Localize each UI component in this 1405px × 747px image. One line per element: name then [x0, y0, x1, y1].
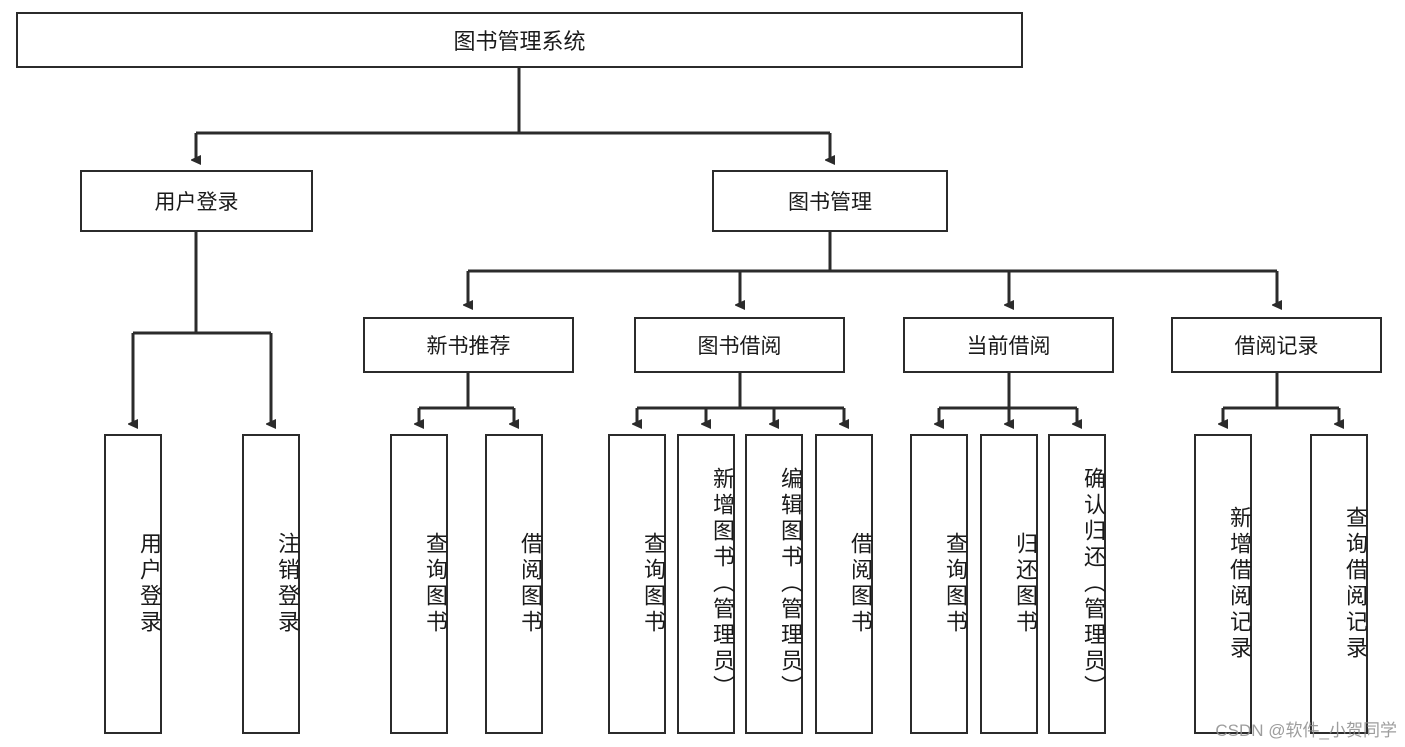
- leaf-book-borrow-add[interactable]: 新增图书（管理员）: [677, 434, 735, 734]
- leaf-book-borrow-edit[interactable]: 编辑图书（管理员）: [745, 434, 803, 734]
- node-user-login[interactable]: 用户登录: [80, 170, 313, 232]
- node-book-borrow[interactable]: 图书借阅: [634, 317, 845, 373]
- node-user-login-label: 用户登录: [154, 191, 239, 214]
- leaf-label: 查询图书: [641, 532, 666, 636]
- leaf-label: 新增借阅记录: [1227, 506, 1252, 662]
- leaf-book-borrow-query[interactable]: 查询图书: [608, 434, 666, 734]
- leaf-user-login-logout[interactable]: 注销登录: [242, 434, 300, 734]
- node-borrow-record-label: 借阅记录: [1234, 335, 1319, 358]
- node-root-label: 图书管理系统: [453, 29, 586, 54]
- leaf-book-borrow-borrow[interactable]: 借阅图书: [815, 434, 873, 734]
- node-book-management[interactable]: 图书管理: [712, 170, 948, 232]
- leaf-borrow-record-query[interactable]: 查询借阅记录: [1310, 434, 1368, 734]
- watermark: CSDN @软件_小贺同学: [1215, 721, 1397, 740]
- leaf-label: 用户登录: [137, 532, 162, 636]
- node-borrow-record[interactable]: 借阅记录: [1171, 317, 1382, 373]
- node-current-borrow[interactable]: 当前借阅: [903, 317, 1114, 373]
- leaf-new-book-query[interactable]: 查询图书: [390, 434, 448, 734]
- leaf-current-borrow-query[interactable]: 查询图书: [910, 434, 968, 734]
- node-new-book-recommend[interactable]: 新书推荐: [363, 317, 574, 373]
- leaf-new-book-borrow[interactable]: 借阅图书: [485, 434, 543, 734]
- leaf-label: 确认归还（管理员）: [1081, 467, 1106, 701]
- leaf-current-borrow-return[interactable]: 归还图书: [980, 434, 1038, 734]
- leaf-label: 查询图书: [943, 532, 968, 636]
- node-book-borrow-label: 图书借阅: [697, 335, 782, 358]
- node-root[interactable]: 图书管理系统: [16, 12, 1023, 68]
- leaf-label: 编辑图书（管理员）: [778, 467, 803, 701]
- leaf-label: 借阅图书: [518, 532, 543, 636]
- node-book-management-label: 图书管理: [788, 191, 872, 214]
- leaf-label: 归还图书: [1013, 532, 1038, 636]
- leaf-label: 查询图书: [423, 532, 448, 636]
- leaf-user-login-login[interactable]: 用户登录: [104, 434, 162, 734]
- node-new-book-recommend-label: 新书推荐: [426, 335, 511, 358]
- leaf-label: 注销登录: [275, 532, 300, 636]
- leaf-label: 新增图书（管理员）: [710, 467, 735, 701]
- leaf-current-borrow-confirm-return[interactable]: 确认归还（管理员）: [1048, 434, 1106, 734]
- leaf-label: 借阅图书: [848, 532, 873, 636]
- leaf-borrow-record-add[interactable]: 新增借阅记录: [1194, 434, 1252, 734]
- node-current-borrow-label: 当前借阅: [966, 335, 1051, 358]
- leaf-label: 查询借阅记录: [1343, 506, 1368, 662]
